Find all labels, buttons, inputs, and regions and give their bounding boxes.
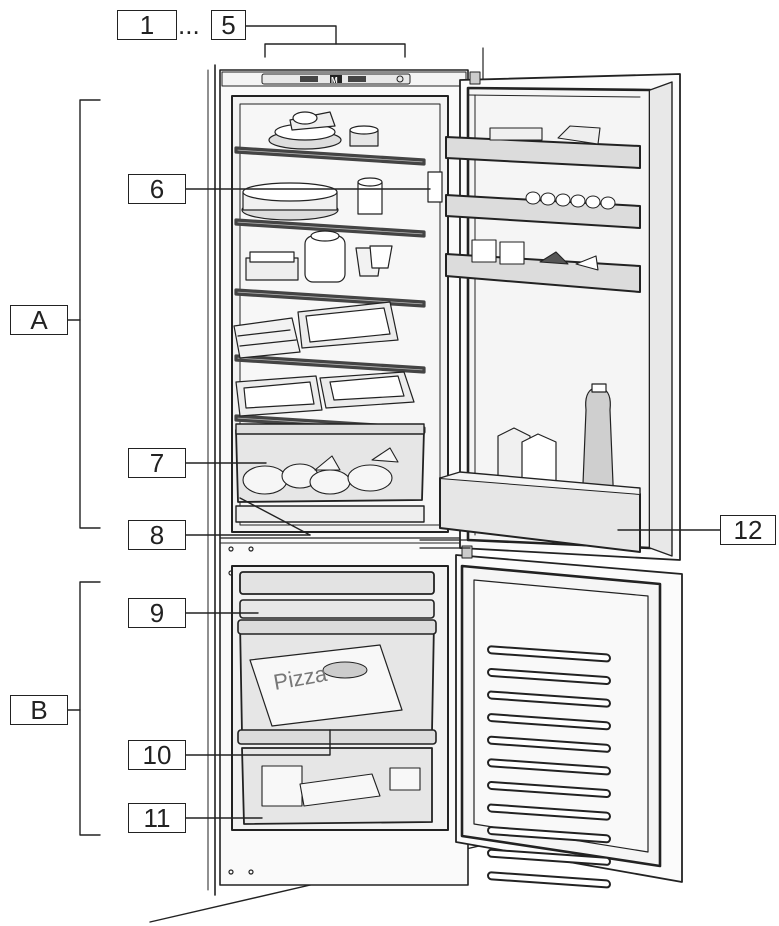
control-display-text: M <box>331 76 338 85</box>
callout-label-11: 11 <box>128 803 186 833</box>
zone-label-b: B <box>10 695 68 725</box>
vegetable-drawer <box>235 423 425 523</box>
callout-range-ellipsis: ... <box>178 10 200 40</box>
callout-label-9: 9 <box>128 598 186 628</box>
callout-label-10: 10 <box>128 740 186 770</box>
glass-shelf <box>234 218 426 238</box>
glass-shelf <box>234 146 426 166</box>
freezer-door-ridge <box>487 667 611 686</box>
glass-shelf <box>234 288 426 308</box>
control-panel <box>261 73 411 85</box>
door-shelves <box>439 125 641 553</box>
freezer-door-ridge <box>487 848 611 866</box>
freezer-door-ridge <box>487 780 611 799</box>
callout-label-1: 1 <box>117 10 177 40</box>
callout-label-12: 12 <box>720 515 776 545</box>
freezer-door-ridge <box>487 690 611 708</box>
zone-label-a: A <box>10 305 68 335</box>
freezer-door-ridge <box>487 645 611 663</box>
door-ridges <box>487 645 611 889</box>
freezer-door-ridge <box>487 803 611 821</box>
freezer-door-ridge <box>487 826 611 844</box>
pizza-box <box>249 644 403 727</box>
freezer-door-ridge <box>487 713 611 731</box>
glass-shelf <box>234 354 426 374</box>
food-items <box>233 111 415 417</box>
freezer-door-ridge <box>487 758 611 776</box>
freezer-door-ridge <box>487 871 611 889</box>
freezer-door-ridge <box>487 735 611 753</box>
callout-label-6: 6 <box>128 174 186 204</box>
callout-label-7: 7 <box>128 448 186 478</box>
callout-label-8: 8 <box>128 520 186 550</box>
frozen-goods <box>261 765 421 807</box>
callout-label-5: 5 <box>211 10 246 40</box>
bottle-shelf <box>439 383 641 553</box>
freezer-drawers <box>237 571 437 825</box>
callout-lines <box>67 25 721 836</box>
freezer-door <box>455 545 683 889</box>
